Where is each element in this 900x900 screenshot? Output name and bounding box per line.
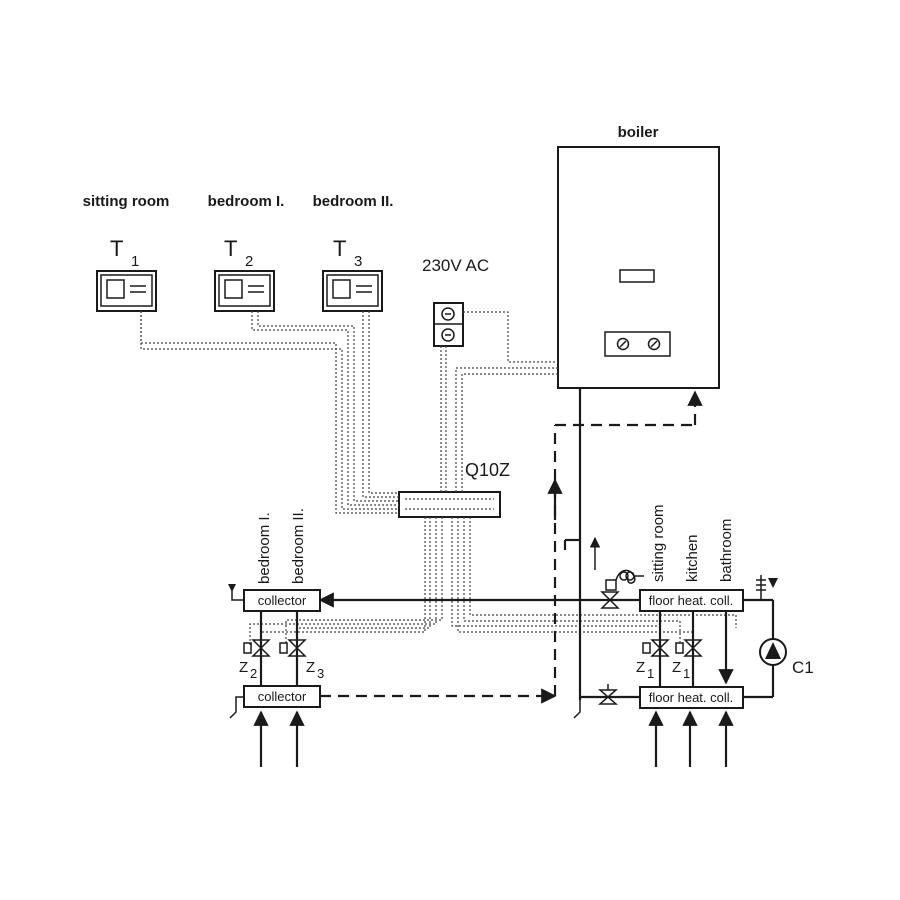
thermostat-index: 2 (245, 253, 253, 270)
thermostat-letter: T (110, 236, 123, 261)
right-collector-top: floor heat. coll. (639, 589, 744, 612)
room-label-bedroom-1: bedroom I. (208, 193, 285, 210)
valve-index: 1 (647, 666, 654, 681)
valve-letter: Z (239, 659, 248, 676)
branch-label-bedroom-2: bedroom II. (290, 508, 307, 584)
room-label-sitting-room: sitting room (83, 193, 170, 210)
control-wiring (140, 311, 737, 645)
floor-collector-label: floor heat. coll. (649, 593, 734, 608)
power-socket-icon (433, 302, 464, 347)
zone-valve-z1-a: Z 1 (636, 639, 670, 681)
controller-label: Q10Z (465, 460, 510, 480)
pump-label: C1 (792, 658, 814, 677)
boiler (557, 146, 720, 389)
branch-label-kitchen: kitchen (684, 534, 701, 582)
thermostat-t1: T 1 (96, 236, 157, 312)
branch-label-bedroom-1: bedroom I. (256, 512, 273, 584)
thermostat-t2: T 2 (214, 236, 275, 312)
branch-label-sitting-room: sitting room (650, 504, 667, 582)
valve-letter: Z (636, 659, 645, 676)
right-collector-bottom: floor heat. coll. (639, 686, 744, 709)
mixing-valve-icon (600, 569, 644, 609)
valve-index: 2 (250, 666, 257, 681)
branch-label-bathroom: bathroom (718, 519, 735, 582)
thermostat-t3: T 3 (322, 236, 383, 312)
controller-q10z (398, 491, 501, 518)
left-collector-bottom: collector (243, 685, 321, 708)
collector-label: collector (258, 689, 307, 704)
thermostat-letter: T (224, 236, 237, 261)
pump-icon (759, 638, 787, 666)
power-label: 230V AC (422, 256, 489, 275)
zone-valve-z3: Z 3 (279, 639, 324, 681)
valve-index: 1 (683, 666, 690, 681)
thermostat-letter: T (333, 236, 346, 261)
zone-valve-z2: Z 2 (239, 639, 271, 681)
thermostat-index: 1 (131, 253, 139, 270)
zone-valve-z1-b: Z 1 (672, 639, 703, 681)
hydraulic-pipes (228, 388, 778, 767)
left-collector-top: collector (243, 589, 321, 612)
valve-index: 3 (317, 666, 324, 681)
thermostat-index: 3 (354, 253, 362, 270)
room-label-bedroom-2: bedroom II. (313, 193, 394, 210)
return-valve-icon (598, 684, 618, 705)
valve-letter: Z (672, 659, 681, 676)
floor-collector-label: floor heat. coll. (649, 690, 734, 705)
valve-letter: Z (306, 659, 315, 676)
collector-label: collector (258, 593, 307, 608)
boiler-label: boiler (618, 124, 659, 141)
